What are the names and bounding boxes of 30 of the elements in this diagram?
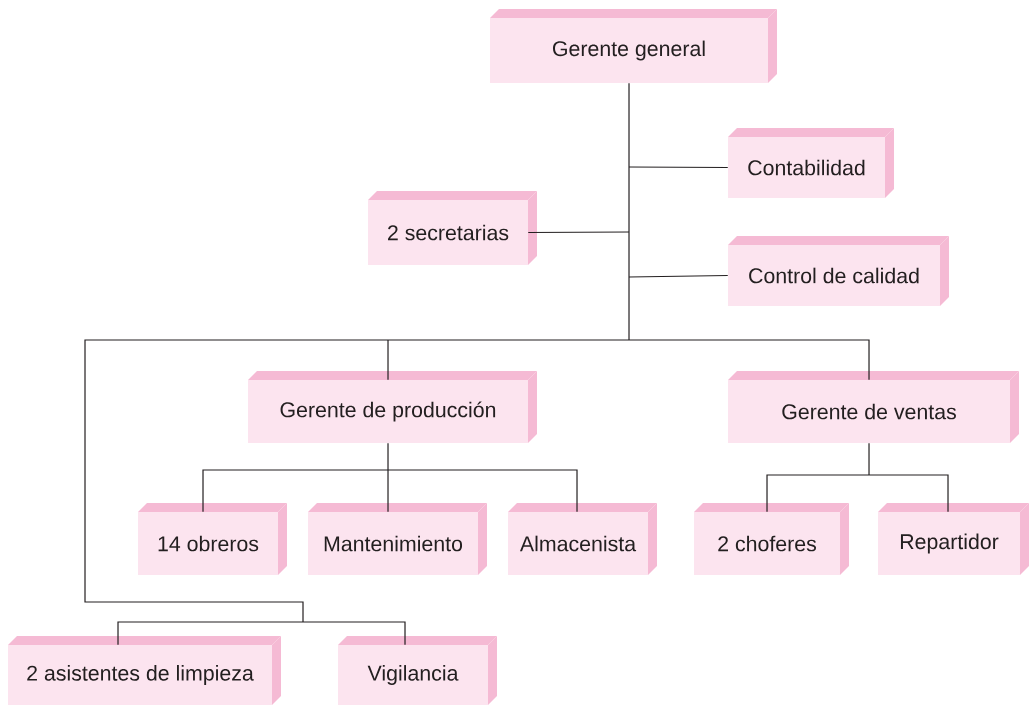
connector-line [766,474,870,513]
org-box: Repartidor [878,503,1029,575]
connector-line [628,166,729,169]
connector-line [202,469,389,513]
connector-line [628,339,870,381]
org-box: Almacenista [508,503,657,575]
org-box: Contabilidad [728,128,894,198]
connector-line [117,621,304,646]
org-box: Control de calidad [728,236,949,306]
connector-line [387,339,630,341]
connector-line [84,339,389,623]
org-box: 2 secretarias [368,191,537,265]
org-box: Gerente de ventas [728,371,1019,443]
org-box: 14 obreros [138,503,287,575]
connector-line [302,621,406,646]
connector-line [628,82,630,341]
org-box: Mantenimiento [308,503,487,575]
connector-line [387,442,389,471]
connector-line [628,274,729,278]
connector-line [387,469,389,513]
connector-line [868,442,870,476]
org-box: 2 asistentes de limpieza [8,636,281,705]
org-box: Gerente de producción [248,371,537,443]
connector-line [527,231,630,234]
org-box: Gerente general [490,9,777,83]
connector-line [868,474,949,513]
connector-line [387,339,389,381]
connector-line [387,469,578,513]
org-box: Vigilancia [338,636,497,705]
org-box: 2 choferes [694,503,849,575]
